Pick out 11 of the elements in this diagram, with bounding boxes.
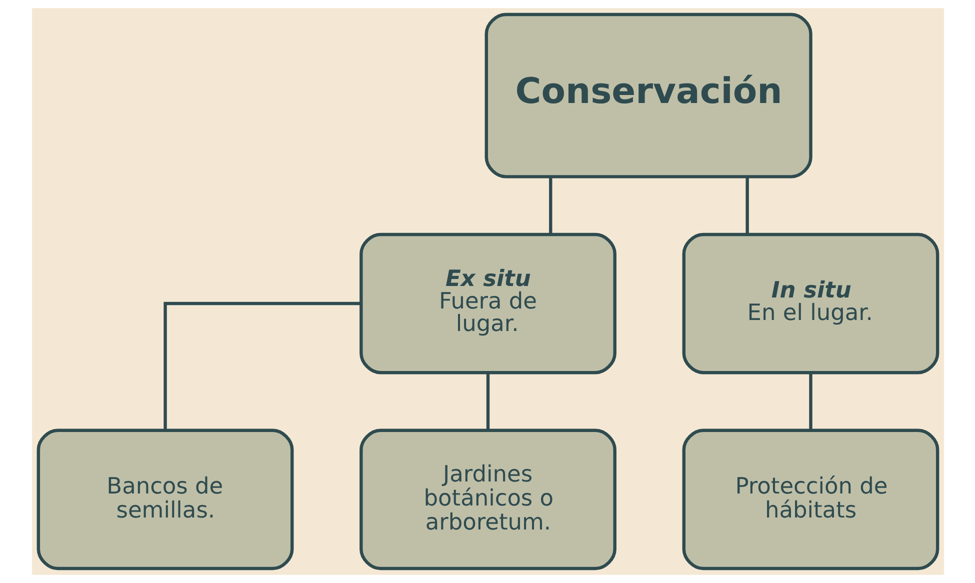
connector <box>745 177 748 234</box>
connector <box>163 302 360 430</box>
node-box: Jardines botánicos o arboretum. <box>359 428 616 570</box>
node-box: Conservación <box>484 12 812 178</box>
connector <box>548 177 552 234</box>
node-box: Ex situ Fuera de lugar. <box>359 232 616 374</box>
node-box: Protección de hábitats <box>682 428 939 570</box>
node-box: Bancos de semillas. <box>36 428 294 570</box>
connector <box>808 372 812 430</box>
node-box: In situ En el lugar. <box>682 232 939 374</box>
connector <box>486 372 490 430</box>
